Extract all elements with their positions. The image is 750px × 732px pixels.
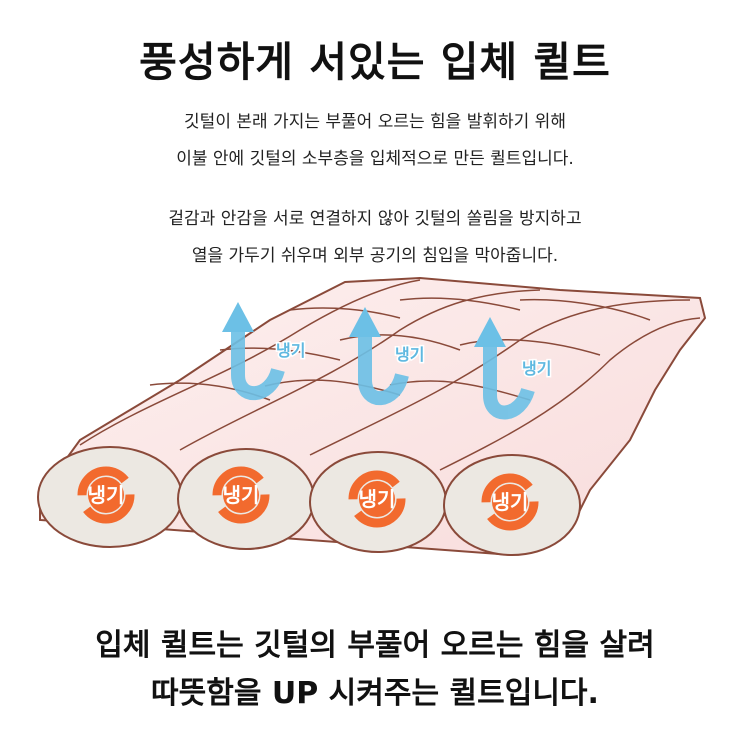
description-line: 겉감과 안감을 서로 연결하지 않아 깃털의 쏠림을 방지하고 bbox=[168, 209, 582, 229]
description-paragraph-2: 겉감과 안감을 서로 연결하지 않아 깃털의 쏠림을 방지하고 열을 가두기 쉬… bbox=[0, 201, 750, 275]
description-line: 열을 가두기 쉬우며 외부 공기의 침입을 막아줍니다. bbox=[191, 246, 559, 266]
warm-label: 냉기 bbox=[88, 483, 125, 507]
warm-circulation-icons bbox=[77, 466, 539, 531]
up-arrow-icon bbox=[483, 345, 535, 420]
warm-label: 냉기 bbox=[223, 483, 260, 507]
cold-air-label: 냉기 bbox=[276, 341, 305, 360]
cold-air-label: 냉기 bbox=[395, 345, 424, 364]
summary-line: 입체 퀼트는 깃털의 부풀어 오르는 힘을 살려 bbox=[95, 628, 655, 663]
circular-arrows-icon bbox=[481, 473, 539, 531]
up-arrow-icon bbox=[231, 330, 285, 401]
cold-air-arrows bbox=[231, 330, 535, 420]
circular-arrows-icon bbox=[348, 470, 406, 528]
circular-arrows-icon bbox=[212, 466, 270, 524]
description-line: 깃털이 본래 가지는 부풀어 오르는 힘을 발휘하기 위해 bbox=[184, 112, 566, 132]
circular-arrows-icon bbox=[77, 466, 135, 524]
quilt-illustration: 냉기 냉기 냉기 냉기 냉기 냉기 냉기 bbox=[37, 276, 707, 557]
page-title: 풍성하게 서있는 입체 퀼트 bbox=[139, 38, 611, 86]
up-arrow-icon bbox=[358, 335, 409, 406]
description-line: 이불 안에 깃털의 소부층을 입체적으로 만든 퀼트입니다. bbox=[176, 149, 574, 169]
summary-line: 따뜻함을 UP 시켜주는 퀼트입니다. bbox=[151, 676, 599, 711]
warm-label: 냉기 bbox=[492, 490, 529, 514]
summary-text: 입체 퀼트는 깃털의 부풀어 오르는 힘을 살려 따뜻함을 UP 시켜주는 퀼트… bbox=[0, 622, 750, 718]
description-paragraph-1: 깃털이 본래 가지는 부풀어 오르는 힘을 발휘하기 위해 이불 안에 깃털의 … bbox=[0, 104, 750, 178]
cold-air-label: 냉기 bbox=[522, 359, 551, 378]
warm-label: 냉기 bbox=[359, 487, 396, 511]
